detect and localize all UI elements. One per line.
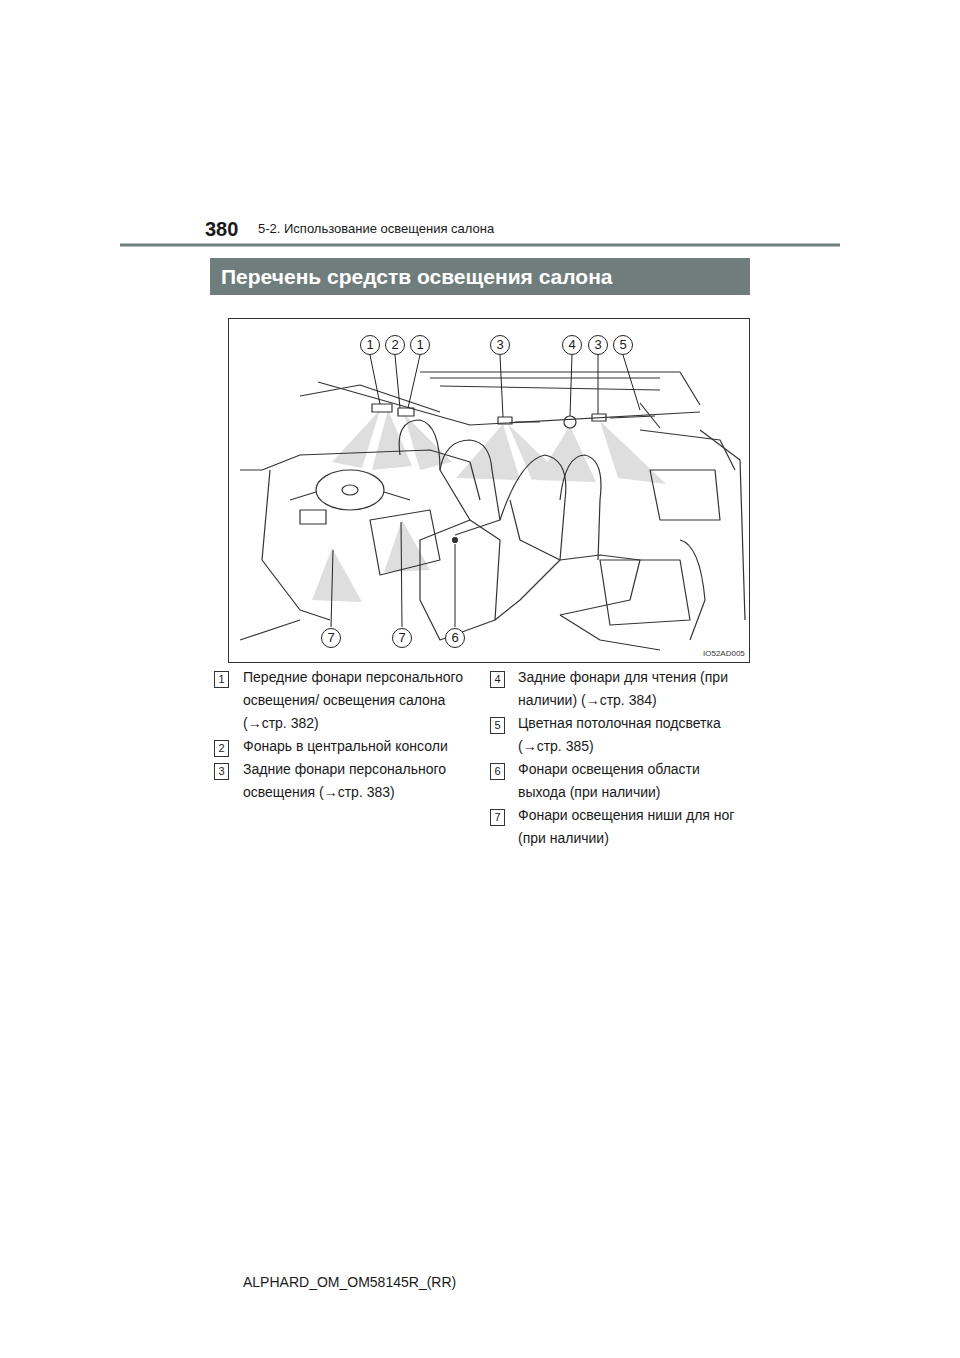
legend-number: 2 — [214, 740, 229, 757]
legend-number: 5 — [490, 717, 505, 734]
legend-text: Фонари освещения ниши для ног (при налич… — [518, 804, 750, 850]
leader-lines — [331, 355, 640, 627]
title-band: Перечень средств освещения салона — [210, 258, 750, 295]
legend-text: Передние фонари персонального освещения/… — [243, 666, 478, 735]
figure-frame — [229, 319, 750, 663]
callout-number: 1 — [360, 335, 380, 355]
callout-number: 2 — [385, 335, 405, 355]
legend-text: Цветная потолочная подсветка (→стр. 385) — [518, 712, 750, 758]
footer-code: ALPHARD_OM_OM58145R_(RR) — [243, 1273, 456, 1291]
legend-text: Задние фонари для чтения (при наличии) (… — [518, 666, 750, 712]
callout-number: 4 — [562, 335, 582, 355]
callout-number: 7 — [321, 628, 341, 648]
legend-number: 3 — [214, 763, 229, 780]
callout-number: 7 — [392, 628, 412, 648]
callout-number: 6 — [445, 628, 465, 648]
callout-number: 3 — [588, 335, 608, 355]
header-rule — [120, 244, 840, 247]
section-header: 5-2. Использование освещения салона — [258, 221, 494, 237]
page-number: 380 — [205, 217, 238, 241]
legend-text: Фонари освещения области выхода (при нал… — [518, 758, 750, 804]
light-cones — [312, 410, 666, 602]
legend-text: Задние фонари персонального освещения (→… — [243, 758, 478, 804]
legend-number: 4 — [490, 671, 505, 688]
callout-number: 3 — [490, 335, 510, 355]
legend-number: 6 — [490, 763, 505, 780]
figure-code: IO52AD005 — [703, 649, 745, 659]
car-interior-lines — [240, 372, 745, 650]
legend-number: 7 — [490, 809, 505, 826]
callout-number: 5 — [613, 335, 633, 355]
legend-number: 1 — [214, 671, 229, 688]
legend-text: Фонарь в центральной консоли — [243, 735, 478, 758]
callout-number: 1 — [410, 335, 430, 355]
